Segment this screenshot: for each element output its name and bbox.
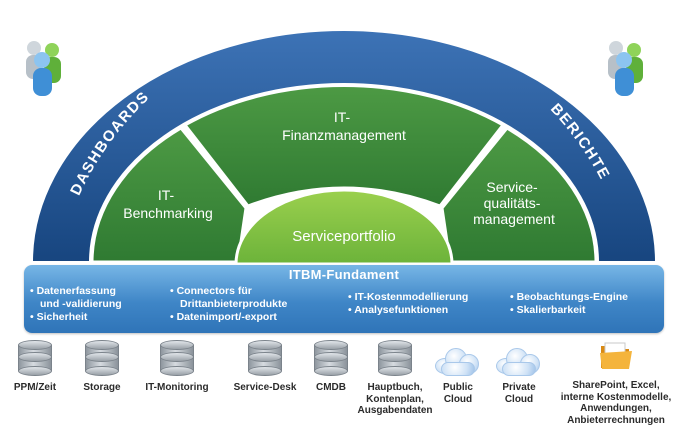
source-label: Storage — [83, 382, 121, 393]
database-icon — [378, 340, 412, 376]
source-label: CMDB — [316, 382, 346, 393]
source-label: Hauptbuch, — [367, 382, 423, 393]
foundation-title: ITBM-Fundament — [288, 267, 400, 282]
segment-it-finanzmanagement — [182, 84, 506, 208]
source-it-monitoring: IT-Monitoring — [134, 340, 220, 394]
database-icon — [160, 340, 194, 376]
center-serviceportfolio — [234, 188, 454, 266]
source-label: Kontenplan, — [366, 393, 424, 405]
foundation-item: • Skalierbarkeit — [510, 304, 586, 316]
foundation-item: • Beobachtungs-Engine — [510, 291, 629, 303]
source-private-cloud: Private Cloud — [492, 340, 546, 405]
source-label: PPM/Zeit — [13, 382, 57, 393]
foundation-item: • Datenerfassung — [30, 285, 116, 297]
source-label: Ausgabendaten — [357, 405, 433, 416]
svg-text:VISUALISIERUNG: VISUALISIERUNG — [260, 2, 431, 30]
source-label: SharePoint, Excel, — [572, 380, 660, 391]
foundation-item: • Analysefunktionen — [348, 304, 449, 316]
foundation-item: • Connectors für — [170, 285, 252, 297]
foundation-item: • Sicherheit — [30, 311, 88, 323]
users-icon — [26, 41, 61, 96]
folder-icon — [599, 340, 633, 372]
segment-it-benchmarking — [90, 126, 248, 264]
foundation-column-4: • Beobachtungs-Engine • Skalierbarkeit — [510, 291, 628, 317]
source-label: Cloud — [443, 393, 473, 405]
segment-label-benchmarking: IT- Benchmarking — [123, 187, 213, 221]
source-label: Service-Desk — [233, 382, 297, 393]
database-icon — [85, 340, 119, 376]
segment-servicequalitaetsmanagement — [440, 126, 598, 264]
center-label: Serviceportfolio — [292, 228, 395, 245]
source-label: Private — [502, 382, 536, 393]
foundation-item: und -validierung — [40, 298, 122, 310]
database-icon — [248, 340, 282, 376]
database-icon — [314, 340, 348, 376]
foundation-item: Drittanbieterprodukte — [180, 298, 288, 310]
source-ppm-zeit: PPM/Zeit — [4, 340, 66, 394]
source-service-desk: Service-Desk — [222, 340, 308, 394]
foundation-item: • Datenimport/-export — [170, 311, 277, 323]
foundation-column-3: • IT-Kostenmodellierung • Analysefunktio… — [348, 291, 468, 317]
source-label: Cloud — [504, 393, 534, 405]
database-icon — [18, 340, 52, 376]
source-label: interne Kostenmodelle, — [560, 391, 672, 403]
foundation-item: • IT-Kostenmodellierung — [348, 291, 469, 303]
users-icon — [608, 41, 643, 96]
segment-label-servicequalitaet: Service- qualitäts- management — [473, 179, 555, 227]
source-storage: Storage — [76, 340, 128, 394]
source-label: Anwendungen, — [580, 403, 652, 414]
cloud-icon — [435, 346, 481, 376]
source-cmdb: CMDB — [306, 340, 356, 394]
source-label: Anbieterrechnungen — [567, 414, 665, 426]
arc-label-visualisierung: VISUALISIERUNG — [260, 2, 429, 30]
cloud-icon — [496, 346, 542, 376]
source-sharepoint: SharePoint, Excel, interne Kostenmodelle… — [548, 340, 684, 426]
foundation-column-1: • Datenerfassung und -validierung • Sich… — [30, 285, 122, 324]
source-label: IT-Monitoring — [145, 382, 209, 393]
segment-label-finanzmanagement: IT- Finanzmanagement — [282, 109, 406, 143]
source-hauptbuch: Hauptbuch, Kontenplan, Ausgabendaten — [352, 340, 438, 417]
itbm-foundation: ITBM-Fundament • Datenerfassung und -val… — [24, 265, 664, 333]
source-public-cloud: Public Cloud — [432, 340, 484, 405]
source-label: Public — [442, 382, 473, 393]
foundation-column-2: • Connectors für Drittanbieterprodukte •… — [170, 285, 287, 324]
